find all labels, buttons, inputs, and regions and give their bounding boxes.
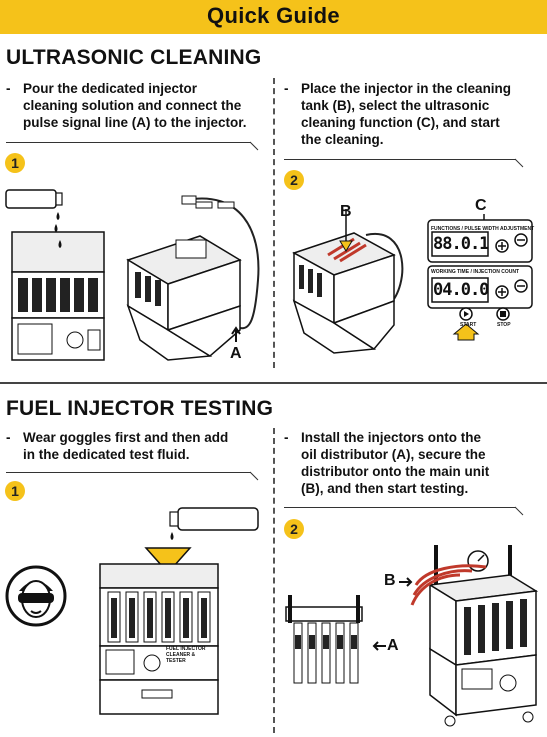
ultrasonic-section-title: ULTRASONIC CLEANING <box>6 46 262 69</box>
bullet-dash: - <box>284 430 289 445</box>
distributor-illustration <box>285 595 363 684</box>
section-separator <box>0 382 547 384</box>
underline-tick <box>249 471 259 481</box>
start-label: START <box>460 322 477 328</box>
testing-step-right: - Install the injectors onto the oil dis… <box>284 429 546 497</box>
step-badge-1: 1 <box>5 481 25 501</box>
label-a: A <box>230 345 242 362</box>
step-badge-2: 2 <box>284 519 304 539</box>
step-text: Place the injector in the cleaning tank … <box>301 81 512 147</box>
working-display: 04.0.0 <box>433 280 489 300</box>
step-underline <box>6 142 251 143</box>
label-b: B <box>340 203 352 220</box>
step-badge-1: 1 <box>5 153 25 173</box>
machine-caption: FUEL INJECTOR CLEANER & TESTER <box>166 646 206 664</box>
ultrasonic-tank-illustration <box>292 209 404 354</box>
page-title: Quick Guide <box>207 3 340 28</box>
cleaner-machine-iso <box>126 235 242 361</box>
stop-label: STOP <box>497 322 511 328</box>
control-panel-illustration <box>427 214 533 341</box>
tester-machine-illustration <box>410 545 539 727</box>
cleaner-machine-front <box>11 231 105 361</box>
step-badge-2: 2 <box>284 170 304 190</box>
column-divider <box>273 78 275 368</box>
bullet-dash: - <box>284 81 289 96</box>
step-text: Install the injectors onto the oil distr… <box>301 430 490 496</box>
ultrasonic-step-left: - Pour the dedicated injector cleaning s… <box>6 80 268 131</box>
underline-tick <box>514 506 524 516</box>
arrow-right-icon <box>399 577 413 587</box>
label-a: A <box>387 637 399 654</box>
working-label: WORKING TIME / INJECTION COUNT <box>431 269 520 275</box>
safety-goggles-icon <box>5 565 67 627</box>
testing-machine-illustration <box>99 507 259 715</box>
label-b: B <box>384 572 396 589</box>
testing-step-left: - Wear goggles first and then add in the… <box>6 429 268 463</box>
test-fluid-bottle-icon <box>169 507 259 540</box>
functions-display: 88.0.1 <box>433 234 489 254</box>
step-underline <box>6 472 251 473</box>
step-text: Pour the dedicated injector cleaning sol… <box>23 81 247 130</box>
column-divider <box>273 428 275 733</box>
solution-bottle-icon <box>5 189 63 232</box>
step-underline <box>284 159 516 160</box>
functions-label: FUNCTIONS / PULSE WIDTH ADJUSTMENT <box>431 226 535 232</box>
ultrasonic-step-right: - Place the injector in the cleaning tan… <box>284 80 546 148</box>
bullet-dash: - <box>6 81 11 96</box>
arrow-left-icon <box>372 641 386 651</box>
step-text: Wear goggles first and then add in the d… <box>23 430 229 462</box>
underline-tick <box>249 141 259 151</box>
step-underline <box>284 507 516 508</box>
header-banner <box>0 0 547 34</box>
label-c: C <box>475 197 487 214</box>
testing-section-title: FUEL INJECTOR TESTING <box>6 397 274 420</box>
bullet-dash: - <box>6 430 11 445</box>
ultrasonic-machine-illustration <box>5 189 260 361</box>
underline-tick <box>514 158 524 168</box>
